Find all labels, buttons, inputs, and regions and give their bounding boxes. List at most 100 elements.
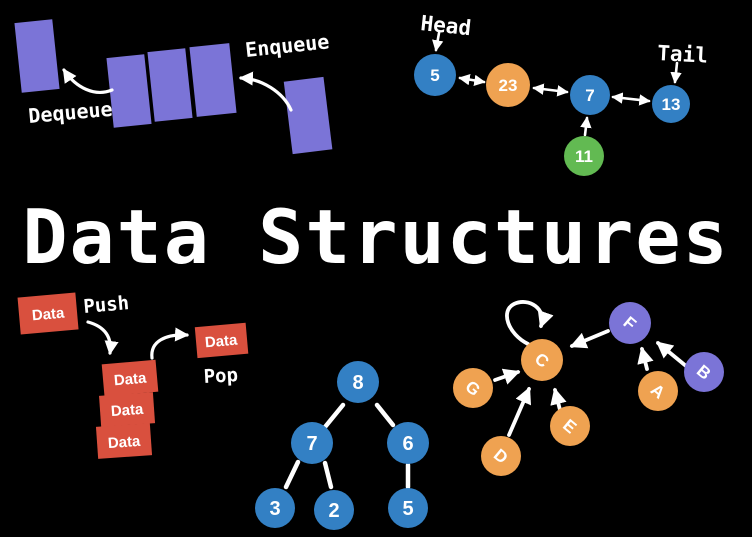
- stack-push-box: Data: [17, 292, 79, 335]
- list-node-circle: [486, 63, 530, 107]
- tree-node-value: 2: [328, 500, 339, 522]
- list-node-tail: 13: [652, 85, 690, 123]
- list-node: 23: [486, 63, 530, 107]
- page-title: Data Structures: [22, 193, 729, 281]
- list-node-circle: [652, 85, 690, 123]
- enqueue-label: Enqueue: [244, 29, 330, 62]
- list-node-inserted: 11: [564, 136, 604, 176]
- tree-node-value: 8: [352, 372, 363, 394]
- list-node-head: 5: [414, 54, 456, 96]
- tree-node: 3: [255, 488, 295, 528]
- graph-node-circle: [453, 368, 493, 408]
- list-node-value: 11: [575, 147, 593, 166]
- stack-box-rect: [17, 292, 79, 335]
- list-node-circle: [570, 75, 610, 115]
- tree-node-value: 7: [306, 433, 317, 455]
- stack-box-label: Data: [204, 332, 239, 352]
- graph-node-circle: [609, 302, 651, 344]
- tree-node-circle: [388, 488, 428, 528]
- stack-box-rect: [95, 423, 153, 459]
- tree-node-circle: [314, 490, 354, 530]
- graph-node-b: B: [684, 352, 724, 392]
- graph-arrow-b-f: [656, 341, 688, 368]
- queue-diagram: Dequeue Enqueue: [14, 19, 333, 155]
- pop-label: Pop: [203, 364, 238, 388]
- stack-item: Data: [101, 359, 159, 397]
- stack-box-rect: [194, 322, 249, 359]
- tree-node-root: 8: [337, 361, 379, 403]
- list-node: 7: [570, 75, 610, 115]
- graph-node-a: A: [638, 371, 678, 411]
- tree-node-value: 5: [402, 498, 413, 520]
- graph-node-circle: [521, 339, 563, 381]
- head-label: Head: [419, 11, 472, 40]
- graph-diagram: C G D E F A B: [453, 300, 724, 476]
- stack-box-rect: [101, 359, 159, 397]
- stack-box-label: Data: [107, 433, 141, 452]
- graph-self-loop-arrow: [505, 300, 554, 346]
- tail-pointer-arrow: [670, 61, 682, 84]
- queue-dequeued-item: [14, 19, 60, 93]
- enqueue-arrow: [238, 71, 293, 112]
- tree-edge: [374, 402, 396, 428]
- queue-enqueued-item: [283, 76, 333, 155]
- pop-arrow: [150, 327, 190, 360]
- queue-item: [189, 43, 237, 117]
- graph-arrow-d-c: [507, 386, 532, 437]
- tree-node: 5: [388, 488, 428, 528]
- graph-node-g: G: [453, 368, 493, 408]
- tree-node-circle: [387, 422, 429, 464]
- list-link-arrow: [532, 83, 569, 97]
- stack-box-rect: [99, 392, 156, 427]
- list-node-value: 5: [430, 66, 439, 85]
- tree-edge: [322, 402, 346, 430]
- tree-edge: [283, 459, 301, 490]
- stack-box-label: Data: [31, 305, 66, 325]
- dequeue-label: Dequeue: [27, 97, 113, 128]
- graph-node-d: D: [481, 436, 521, 476]
- tree-node-circle: [291, 422, 333, 464]
- queue-item: [106, 54, 152, 128]
- list-node-value: 13: [662, 95, 681, 114]
- tree-node-value: 6: [402, 433, 413, 455]
- graph-node-circle: [481, 436, 521, 476]
- list-node-value: 7: [585, 86, 594, 105]
- graph-node-circle: [638, 371, 678, 411]
- dequeue-arrow: [62, 68, 114, 94]
- tree-node: 2: [314, 490, 354, 530]
- graph-arrow-e-c: [550, 387, 567, 412]
- graph-node-circle: [550, 406, 590, 446]
- binary-tree-diagram: 8 7 6 3 2 5: [255, 361, 429, 530]
- list-node-circle: [414, 54, 456, 96]
- stack-box-label: Data: [113, 370, 148, 390]
- list-node-circle: [564, 136, 604, 176]
- graph-node-c: C: [521, 339, 563, 381]
- graph-node-f: F: [609, 302, 651, 344]
- tree-node: 7: [291, 422, 333, 464]
- stack-diagram: Data Push Data Data Data Data Pop: [17, 292, 249, 459]
- queue-item: [147, 48, 193, 122]
- graph-node-e: E: [550, 406, 590, 446]
- push-arrow: [86, 320, 119, 356]
- head-pointer-arrow: [432, 31, 444, 52]
- tree-node: 6: [387, 422, 429, 464]
- tree-node-value: 3: [269, 498, 280, 520]
- list-link-arrow: [458, 73, 486, 87]
- graph-arrow-g-c: [493, 368, 521, 385]
- graph-arrow-f-c: [569, 329, 610, 349]
- stack-box-label: Data: [110, 401, 144, 420]
- graph-arrow-a-f: [637, 346, 654, 371]
- stack-pop-box: Data: [194, 322, 249, 359]
- stack-item: Data: [99, 392, 156, 427]
- graph-node-circle: [684, 352, 724, 392]
- list-insert-arrow: [580, 116, 592, 137]
- push-label: Push: [83, 292, 131, 318]
- stack-item: Data: [95, 423, 153, 459]
- tree-node-circle: [337, 361, 379, 403]
- tail-label: Tail: [657, 41, 709, 68]
- list-node-value: 23: [499, 76, 518, 95]
- tree-node-circle: [255, 488, 295, 528]
- tree-edge: [322, 460, 334, 490]
